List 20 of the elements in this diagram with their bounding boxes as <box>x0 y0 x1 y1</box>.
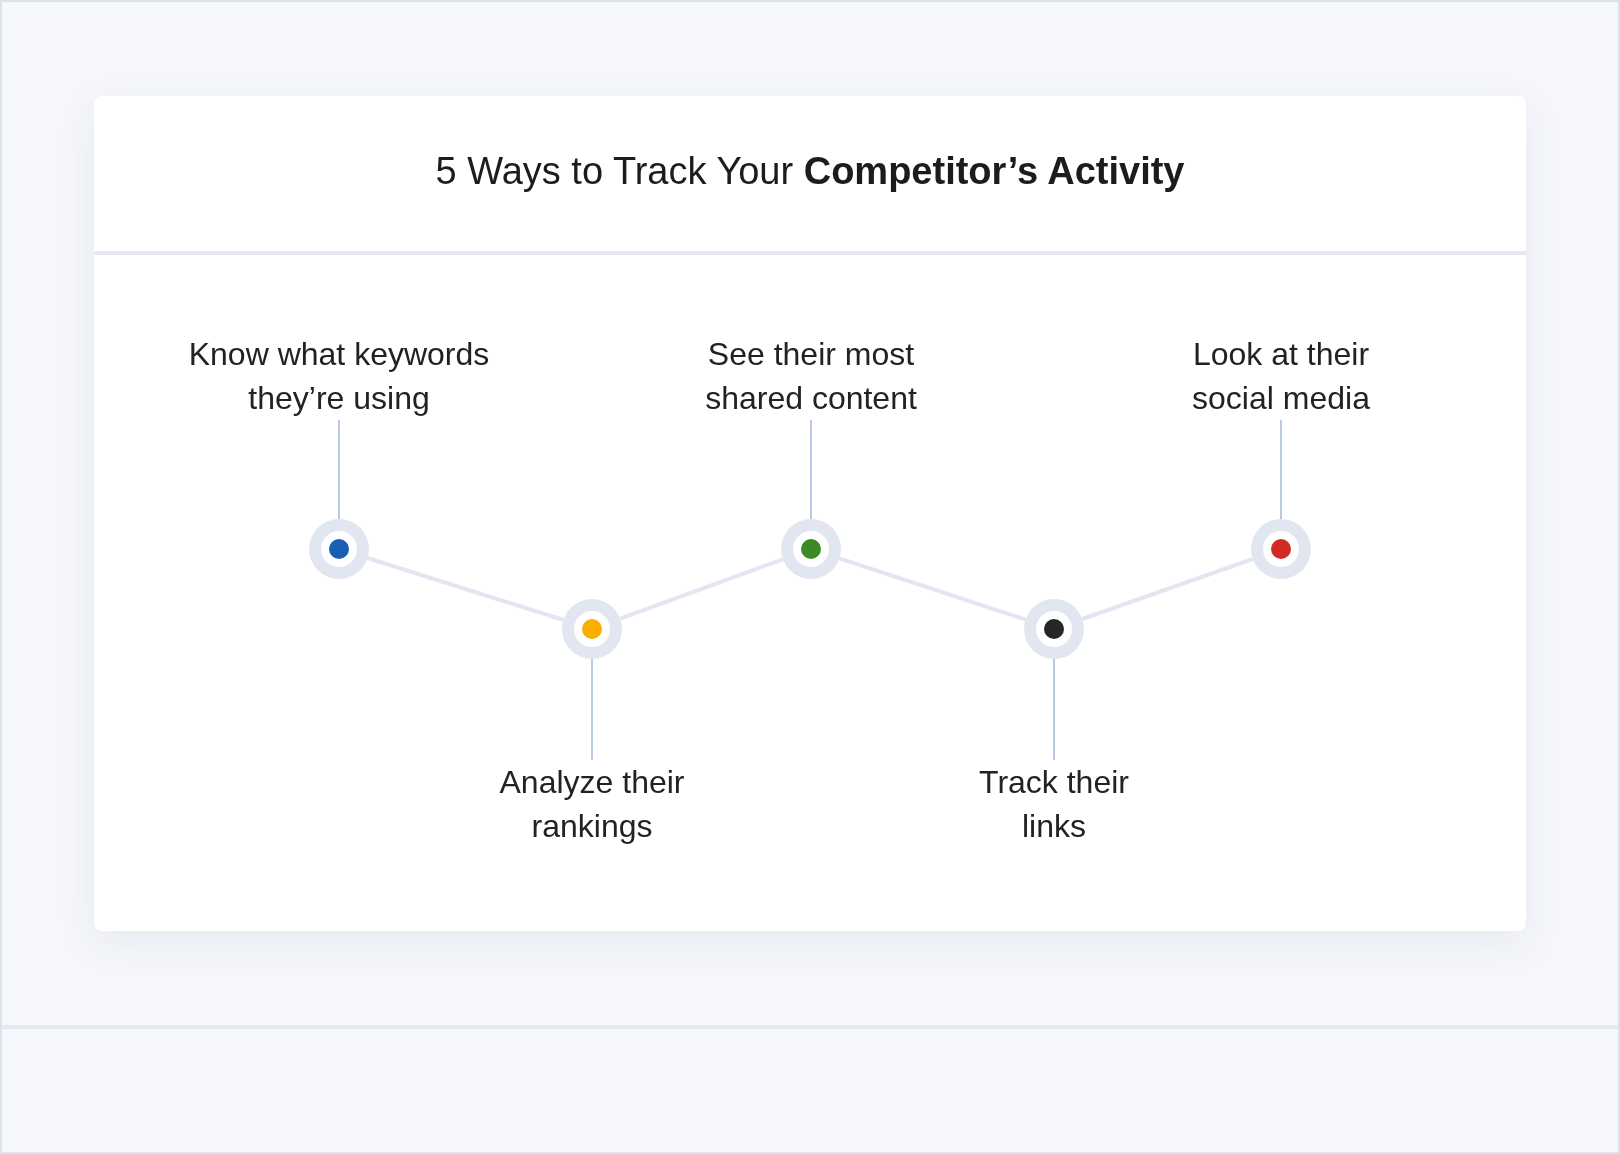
ring-marker-icon <box>562 599 622 659</box>
ring-marker-icon <box>1251 519 1311 579</box>
leader-line <box>591 658 593 761</box>
step-label: See their most shared content <box>704 332 918 420</box>
connector-line <box>367 556 564 622</box>
leader-line <box>338 419 340 520</box>
step-label: Analyze their rankings <box>498 760 686 848</box>
ring-marker-icon <box>1024 599 1084 659</box>
connector-line <box>838 556 1027 622</box>
leader-line <box>1280 419 1282 520</box>
leader-line <box>1053 658 1055 761</box>
step-label: Track their links <box>978 760 1130 848</box>
leader-line <box>810 419 812 520</box>
ring-marker-icon <box>781 519 841 579</box>
step-label: Know what keywords they’re using <box>187 332 491 420</box>
connector-line <box>619 557 784 621</box>
step-label: Look at their social media <box>1191 332 1371 420</box>
title-text: 5 Ways to Track Your Competitor’s Activity <box>435 149 1185 194</box>
ring-marker-icon <box>309 519 369 579</box>
connector-line <box>1081 557 1254 621</box>
